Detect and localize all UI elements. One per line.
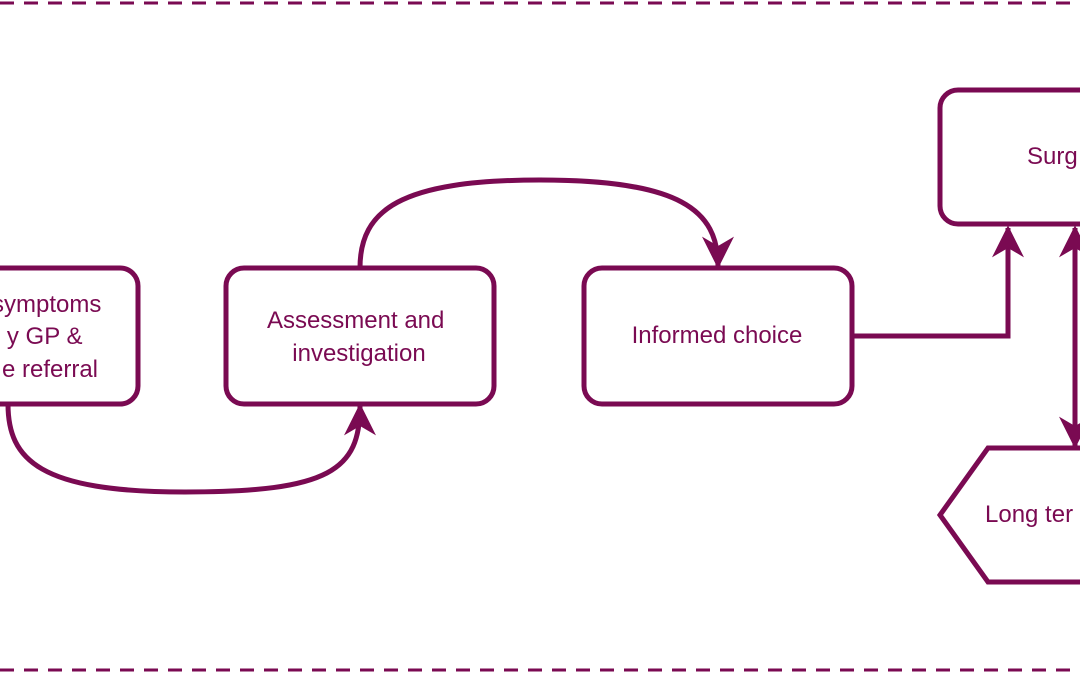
node-informed-choice-label: Informed choice: [632, 322, 803, 349]
node-long-term-line-1: Long ter: [985, 501, 1073, 528]
node-surgery: Surg: [937, 87, 1080, 227]
node-symptoms-line-3: e referral: [2, 356, 98, 383]
node-surgery-line-1: Surg: [1027, 143, 1078, 170]
node-surgery-label: Surg: [1027, 143, 1078, 170]
node-assessment-investigation: Assessment and investigation: [223, 265, 497, 407]
arrow-assessment-to-informed-choice: [357, 177, 734, 269]
node-symptoms-label: symptoms y GP & e referral: [0, 291, 108, 383]
node-long-term-shape: [936, 445, 1080, 585]
node-symptoms-box: [0, 265, 141, 407]
node-symptoms-line-2: y GP &: [7, 323, 83, 350]
node-informed-choice-line-1: Informed choice: [632, 322, 803, 349]
node-assessment-label: Assessment and investigation: [267, 307, 451, 367]
node-symptoms-gp-referral: symptoms y GP & e referral: [0, 265, 141, 407]
arrow-informed-choice-to-surgery: [852, 225, 1024, 339]
node-assessment-line-2: investigation: [292, 340, 425, 367]
node-surgery-box: [937, 87, 1080, 227]
node-long-term-label: Long ter: [985, 501, 1073, 528]
node-informed-choice-box: [581, 265, 855, 407]
node-informed-choice: Informed choice: [581, 265, 855, 407]
node-assessment-box: [223, 265, 497, 407]
node-assessment-line-1: Assessment and: [267, 307, 444, 334]
node-long-term: Long ter: [936, 445, 1080, 585]
arrow-symptoms-to-assessment: [5, 403, 376, 495]
node-symptoms-line-1: symptoms: [0, 291, 101, 318]
